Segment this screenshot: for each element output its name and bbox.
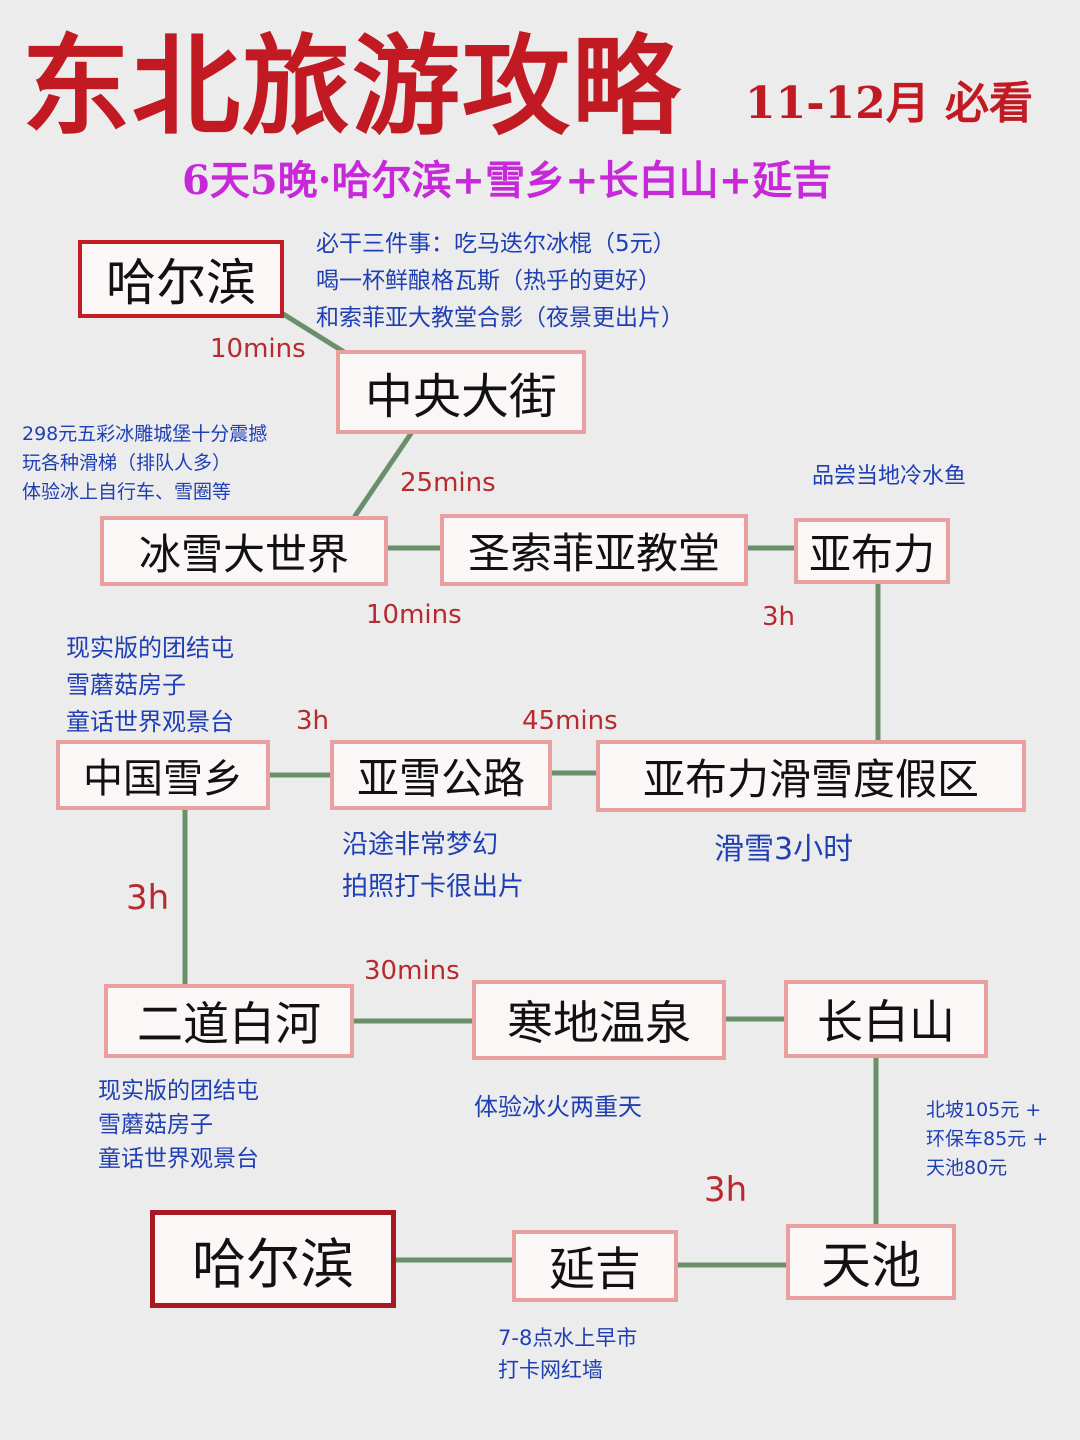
node-harbin-end: 哈尔滨 [150, 1210, 396, 1308]
node-erdao-baihe: 二道白河 [104, 984, 354, 1058]
note-line: 童话世界观景台 [66, 708, 234, 736]
note-line: 现实版的团结屯 [66, 634, 234, 662]
note-line: 雪蘑菇房子 [66, 671, 186, 699]
note-line: 拍照打卡很出片 [342, 872, 525, 902]
time-street-to-world: 25mins [400, 468, 496, 498]
node-cold-hot-spring: 寒地温泉 [472, 980, 726, 1060]
note-line: 雪蘑菇房子 [98, 1112, 213, 1138]
note-line: 打卡网红墙 [498, 1358, 603, 1382]
connector-street-world [352, 429, 415, 519]
node-central-street: 中央大街 [336, 350, 586, 434]
time-snowtown-to-erdao: 3h [126, 878, 170, 918]
node-china-snow-town: 中国雪乡 [56, 740, 270, 810]
node-yabuli: 亚布力 [794, 518, 950, 584]
note-ice-world-tips: 298元五彩冰雕城堡十分震撼 玩各种滑梯（排队人多） 体验冰上自行车、雪圈等 [22, 420, 332, 507]
time-sophia-to-yabuli: 3h [762, 602, 796, 632]
note-line: 7-8点水上早市 [498, 1326, 638, 1350]
note-erdao-tips: 现实版的团结屯 雪蘑菇房子 童话世界观景台 [98, 1074, 318, 1176]
note-yanji-tips: 7-8点水上早市 打卡网红墙 [498, 1322, 698, 1386]
note-yaxue-tips: 沿途非常梦幻 拍照打卡很出片 [342, 824, 572, 908]
note-line: 喝一杯鲜酿格瓦斯（热乎的更好） [316, 268, 661, 294]
note-line: 298元五彩冰雕城堡十分震撼 [22, 423, 268, 445]
note-line: 天池80元 [926, 1157, 1008, 1179]
time-world-to-sophia: 10mins [366, 600, 462, 630]
note-line: 体验冰火两重天 [474, 1093, 642, 1121]
note-line: 玩各种滑梯（排队人多） [22, 452, 232, 474]
node-changbai-mountain: 长白山 [784, 980, 988, 1058]
time-erdao-to-spring: 30mins [364, 956, 460, 986]
note-snow-town-tips: 现实版的团结屯 雪蘑菇房子 童话世界观景台 [66, 630, 296, 741]
note-line: 必干三件事：吃马迭尔冰棍（5元） [316, 231, 676, 257]
note-line: 品尝当地冷水鱼 [812, 464, 967, 489]
note-line: 和索菲亚大教堂合影（夜景更出片） [316, 305, 684, 331]
node-tianchi: 天池 [786, 1224, 956, 1300]
note-line: 北坡105元 + [926, 1099, 1042, 1121]
note-line: 沿途非常梦幻 [342, 830, 499, 860]
note-changbai-tips: 北坡105元 + 环保车85元 + 天池80元 [926, 1096, 1076, 1183]
time-yaxue-to-resort: 45mins [522, 706, 618, 736]
node-st-sophia: 圣索菲亚教堂 [440, 514, 748, 586]
node-yabuli-ski-resort: 亚布力滑雪度假区 [596, 740, 1026, 812]
note-harbin-tips: 必干三件事：吃马迭尔冰棍（5元） 喝一杯鲜酿格瓦斯（热乎的更好） 和索菲亚大教堂… [316, 226, 796, 337]
page-title: 东北旅游攻略 [22, 24, 683, 150]
note-line: 滑雪3小时 [714, 832, 854, 867]
node-harbin-start: 哈尔滨 [78, 240, 284, 318]
note-line: 环保车85元 + [926, 1128, 1049, 1150]
time-changbai-to-tianchi: 3h [704, 1170, 748, 1210]
note-spring-tip: 体验冰火两重天 [474, 1088, 724, 1126]
time-snowtown-to-yaxue: 3h [296, 706, 330, 736]
node-yaxue-road: 亚雪公路 [330, 740, 552, 810]
note-line: 童话世界观景台 [98, 1146, 259, 1172]
note-yabuli-tip: 品尝当地冷水鱼 [812, 460, 1042, 494]
note-ski-tip: 滑雪3小时 [714, 828, 914, 872]
connector-harbin-street [277, 309, 347, 355]
page-subtitle: 6天5晚·哈尔滨+雪乡+长白山+延吉 [182, 157, 833, 204]
title-note: 11-12月 必看 [745, 78, 1034, 129]
time-harbin-to-street: 10mins [210, 334, 306, 364]
node-yanji: 延吉 [512, 1230, 678, 1302]
note-line: 现实版的团结屯 [98, 1078, 259, 1104]
node-ice-snow-world: 冰雪大世界 [100, 516, 388, 586]
note-line: 体验冰上自行车、雪圈等 [22, 481, 232, 503]
